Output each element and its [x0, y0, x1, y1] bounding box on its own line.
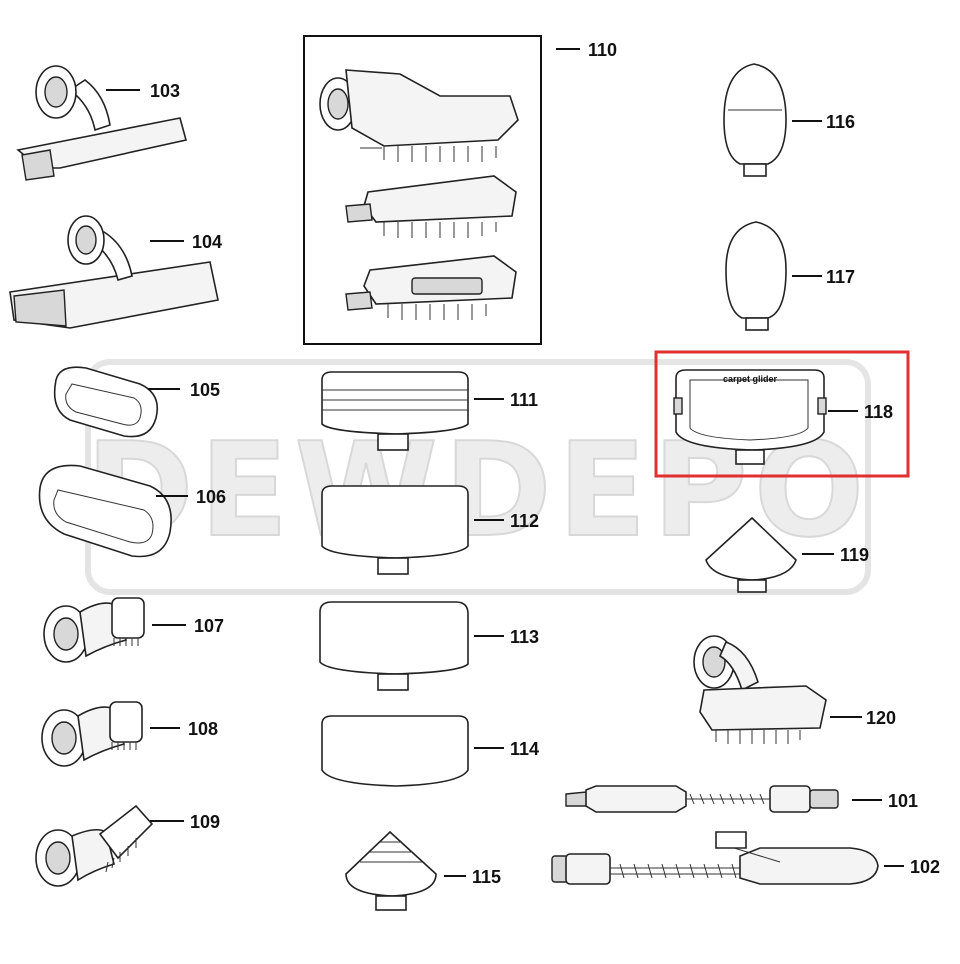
- part-108: 108: [41, 701, 218, 767]
- label-108: 108: [188, 719, 218, 739]
- label-104: 104: [192, 232, 222, 252]
- part-110: 110: [303, 35, 617, 345]
- label-116: 116: [826, 112, 855, 132]
- part-120: 120: [693, 635, 896, 744]
- part-109: 109: [35, 804, 220, 887]
- part-112: 112: [321, 485, 539, 575]
- label-103: 103: [150, 81, 180, 101]
- label-102: 102: [910, 857, 940, 877]
- part-118: carpet glider 118: [654, 350, 910, 478]
- part-114: 114: [321, 715, 539, 787]
- label-113: 113: [510, 627, 539, 647]
- part-115: 115: [345, 830, 501, 911]
- part-117: 117: [725, 221, 855, 331]
- label-109: 109: [190, 812, 220, 832]
- part-110-head-3: [345, 255, 517, 320]
- part-111: 111: [321, 371, 538, 451]
- label-107: 107: [194, 616, 224, 636]
- part-107: 107: [43, 597, 224, 663]
- part-110-head-2: [345, 175, 517, 238]
- part-106: 106: [38, 464, 226, 558]
- label-115: 115: [472, 867, 501, 887]
- label-106: 106: [196, 487, 226, 507]
- tool-text-carpet-glider: carpet glider: [723, 374, 778, 384]
- part-101: 101: [565, 785, 918, 813]
- part-105: 105: [53, 366, 220, 438]
- part-103: 103: [16, 65, 187, 181]
- part-104: 104: [9, 215, 222, 329]
- part-102: 102: [551, 831, 940, 885]
- highlight-box: [654, 350, 910, 478]
- label-118: 118: [864, 402, 893, 422]
- label-117: 117: [826, 267, 855, 287]
- label-112: 112: [510, 511, 539, 531]
- label-110: 110: [588, 40, 617, 60]
- label-101: 101: [888, 791, 918, 811]
- label-119: 119: [840, 545, 869, 565]
- label-111: 111: [510, 390, 538, 410]
- label-120: 120: [866, 708, 896, 728]
- part-116: 116: [723, 63, 855, 177]
- label-114: 114: [510, 739, 539, 759]
- label-105: 105: [190, 380, 220, 400]
- part-110-head-1: [319, 69, 519, 162]
- part-119: 119: [705, 516, 869, 593]
- part-113: 113: [319, 601, 539, 691]
